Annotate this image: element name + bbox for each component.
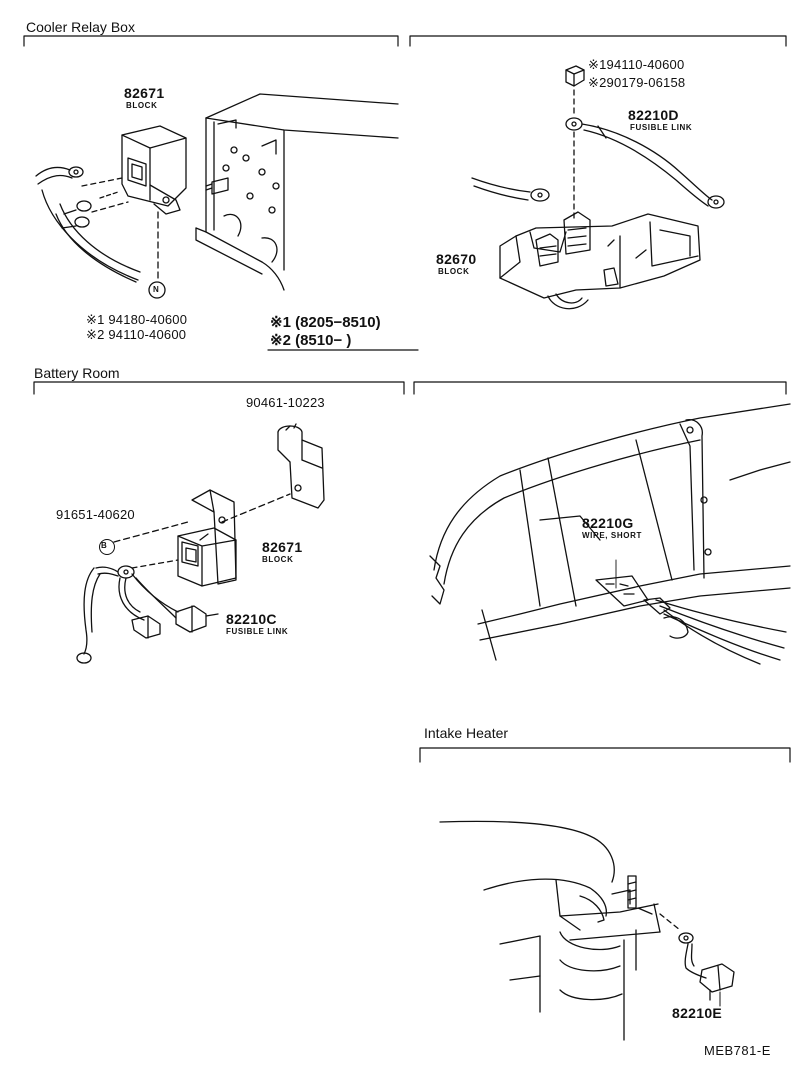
battery-block-desc: BLOCK [262,555,294,564]
section-title-cooler-relay-box: Cooler Relay Box [26,19,135,35]
battery-block-part-number: 82671 [262,539,303,555]
clamp-part-number: 90461-10223 [246,395,325,410]
nut-part-number-1: ※1 94180-40600 [86,312,188,327]
block-82670-desc: BLOCK [438,267,470,276]
cap-part-number-2: ※290179-06158 [588,75,686,90]
battery-fusible-link-drawing [76,565,219,664]
engine-wire-short-drawing [595,559,689,639]
nut-mark-n: N [153,285,160,294]
cooler-relay-wires [35,166,166,299]
section-title-battery-room: Battery Room [34,365,120,381]
block-82670-part-number: 82670 [436,251,477,267]
legend-note-2: ※2 (8510− ) [270,332,352,349]
engine-frame-drawing [429,403,791,665]
section-title-intake-heater: Intake Heater [424,725,509,741]
intake-part-number: 82210E [672,1005,723,1021]
section-brackets [23,35,791,763]
bolt-mark-circle [99,539,115,555]
battery-dashed-leaders [113,493,291,569]
fusible-link-desc: FUSIBLE LINK [630,123,693,132]
wire-short-desc: WIRE, SHORT [582,531,642,540]
cooler-block-part-number: 82671 [124,85,165,101]
legend-note-1: ※1 (8205−8510) [270,314,381,331]
cooler-block-desc: BLOCK [126,101,158,110]
bolt-part-number: 91651-40620 [56,507,135,522]
cooler-relay-block-drawing [121,125,187,215]
battery-fusible-link-part-number: 82210C [226,611,277,627]
nut-part-number-2: ※2 94110-40600 [86,327,187,342]
intake-heater-drawing [439,820,735,1041]
cap-part-number-1: ※194110-40600 [588,57,685,72]
fusible-link-part-number: 82210D [628,107,679,123]
battery-clamp-drawing [277,423,325,509]
battery-relay-block-drawing [177,489,237,587]
cooler-unit-housing [195,93,399,291]
battery-fusible-link-desc: FUSIBLE LINK [226,627,289,636]
diagram-code: MEB781-E [704,1043,771,1058]
wire-short-part-number: 82210G [582,515,634,531]
fusible-top-drawing [471,65,725,310]
